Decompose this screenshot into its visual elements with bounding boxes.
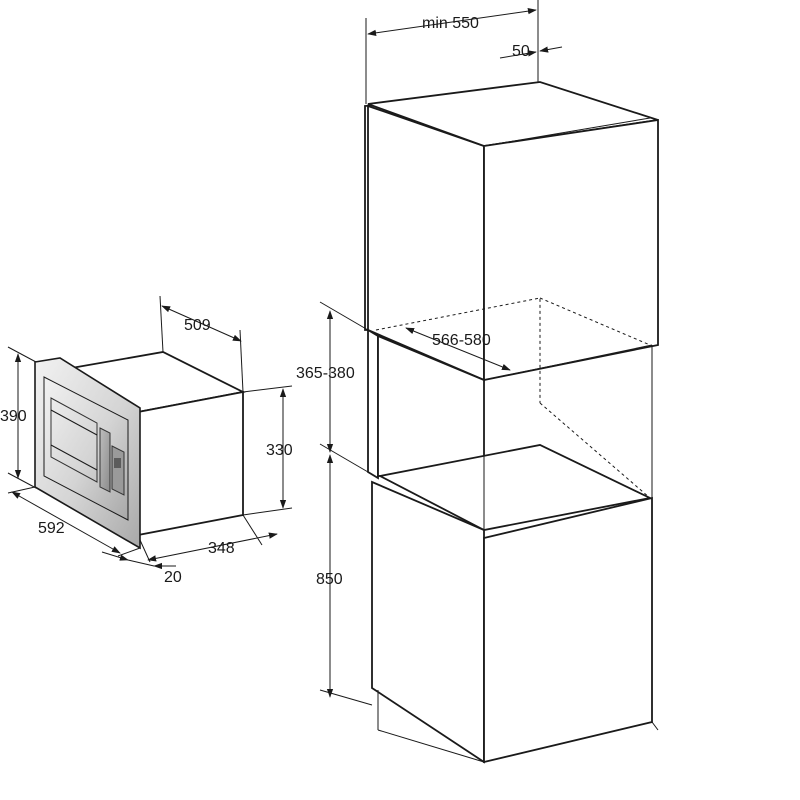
dim-cabinet-depth: min 550: [365, 0, 539, 104]
oven-display: [114, 458, 121, 468]
dim-oven-height-label: 390: [0, 408, 27, 425]
dim-oven-body-depth: 348: [139, 514, 278, 563]
dim-niche-floor-height: 850: [316, 454, 373, 706]
dim-oven-body-height-label: 330: [266, 442, 293, 459]
dim-oven-height: 390: [0, 346, 37, 489]
dim-cabinet-rear-gap: 50: [499, 43, 563, 60]
dim-cabinet-rear-gap-label: 50: [512, 43, 530, 60]
oven-window: [50, 397, 98, 483]
dim-niche-floor-height-label: 850: [316, 571, 343, 588]
dim-cabinet-depth-label: min 550: [422, 15, 479, 32]
dim-oven-depth-label: 509: [184, 317, 211, 334]
microwave-oven: [34, 351, 246, 550]
dim-oven-front-offset: 20: [101, 551, 182, 586]
dim-oven-front-offset-label: 20: [164, 569, 182, 586]
cabinet-lower-front: [483, 496, 653, 764]
dim-oven-width: 592: [7, 486, 141, 557]
oven-handle: [99, 427, 111, 493]
oven-control-panel: [111, 445, 125, 496]
dim-niche-height-label: 365-380: [296, 365, 355, 382]
tall-cabinet: [364, 81, 659, 764]
cabinet-upper-front: [483, 118, 659, 382]
dim-oven-depth: 509: [159, 295, 244, 393]
dim-oven-body-height: 330: [242, 385, 293, 516]
cabinet-lower-side: [371, 480, 485, 764]
dim-oven-width-label: 592: [38, 520, 65, 537]
dim-niche-width-label: 566-580: [432, 332, 491, 349]
dim-niche-width: 566-580: [405, 327, 511, 371]
oven-body-side: [137, 390, 244, 537]
dim-niche-height: 365-380: [296, 301, 369, 473]
dim-oven-body-depth-label: 348: [208, 540, 235, 557]
